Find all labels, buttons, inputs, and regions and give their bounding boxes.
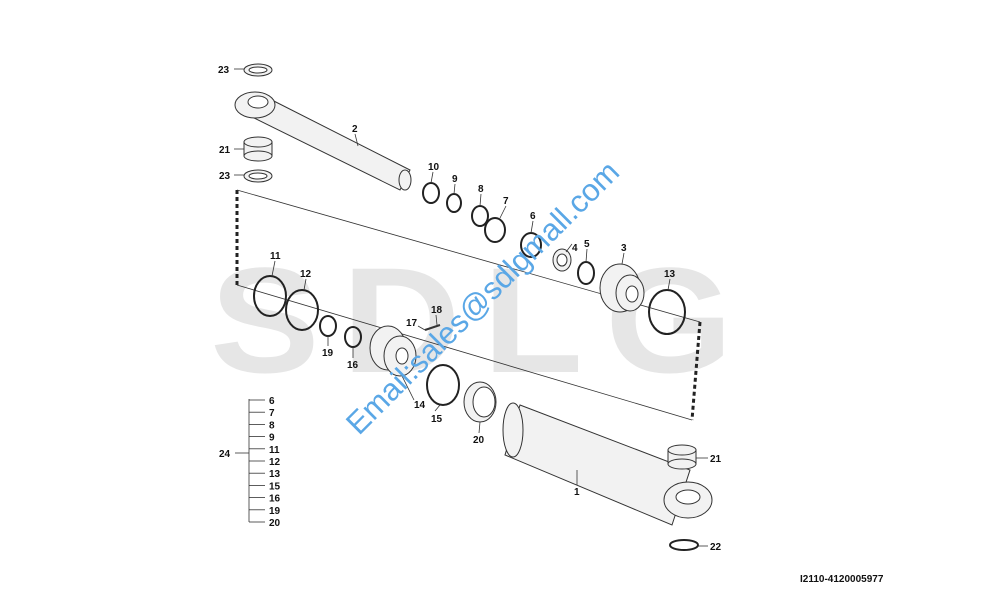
bearing-21-top <box>243 136 273 162</box>
cylinder-head-3 <box>599 263 645 313</box>
seal-10 <box>422 182 440 204</box>
kit-item: 16 <box>269 494 281 505</box>
callout-21: 21 <box>219 145 231 156</box>
leader-lines <box>234 68 708 547</box>
callout-10: 10 <box>428 162 440 173</box>
callout-12: 12 <box>300 269 312 280</box>
callout-2: 2 <box>352 124 358 135</box>
seal-7 <box>484 217 506 243</box>
bushing-top <box>243 63 273 77</box>
guide-4 <box>552 248 572 272</box>
seal-9 <box>446 193 462 213</box>
piston-rod <box>234 91 412 191</box>
kit-item: 7 <box>269 408 275 419</box>
callout-17: 17 <box>406 318 418 329</box>
piston-14 <box>369 325 417 377</box>
callout-3: 3 <box>621 243 627 254</box>
cylinder-barrel <box>502 402 713 526</box>
callout-4: 4 <box>572 243 578 254</box>
kit-item: 11 <box>269 445 280 456</box>
callout-21: 21 <box>710 454 722 465</box>
kit-item: 12 <box>269 457 281 468</box>
seal-8 <box>471 205 489 227</box>
callout-20: 20 <box>473 435 485 446</box>
callout-23: 23 <box>218 65 230 76</box>
bushing-23-lower <box>243 169 273 183</box>
kit-item: 20 <box>269 518 281 529</box>
kit-item: 19 <box>269 506 281 517</box>
callout-5: 5 <box>584 239 590 250</box>
ring-15 <box>426 364 460 406</box>
drawing-id: I2110-4120005977 <box>800 574 884 585</box>
bearing-21-bottom <box>667 444 697 470</box>
callout-7: 7 <box>503 196 509 207</box>
kit-item: 6 <box>269 396 275 407</box>
callout-18: 18 <box>431 305 443 316</box>
callout-22: 22 <box>710 542 722 553</box>
callout-11: 11 <box>270 251 281 262</box>
oring-11 <box>253 275 287 317</box>
guide-ring-20 <box>463 381 497 423</box>
kit-item: 15 <box>269 481 281 492</box>
kit-label: 24 <box>219 449 231 460</box>
callout-15: 15 <box>431 414 443 425</box>
callout-1: 1 <box>574 487 580 498</box>
callout-19: 19 <box>322 348 334 359</box>
callout-13: 13 <box>664 269 676 280</box>
callout-14: 14 <box>414 400 426 411</box>
kit-item: 9 <box>269 433 275 444</box>
callout-8: 8 <box>478 184 484 195</box>
kit-item: 8 <box>269 420 275 431</box>
callout-23: 23 <box>219 171 231 182</box>
callout-16: 16 <box>347 360 359 371</box>
kit-item: 13 <box>269 469 281 480</box>
snap-ring-22 <box>669 539 699 551</box>
oring-13 <box>648 289 686 335</box>
ring-12 <box>285 289 319 331</box>
pin-18 <box>424 324 441 331</box>
watermark-logo: SDLG <box>210 236 755 404</box>
callout-6: 6 <box>530 211 536 222</box>
callout-9: 9 <box>452 174 458 185</box>
